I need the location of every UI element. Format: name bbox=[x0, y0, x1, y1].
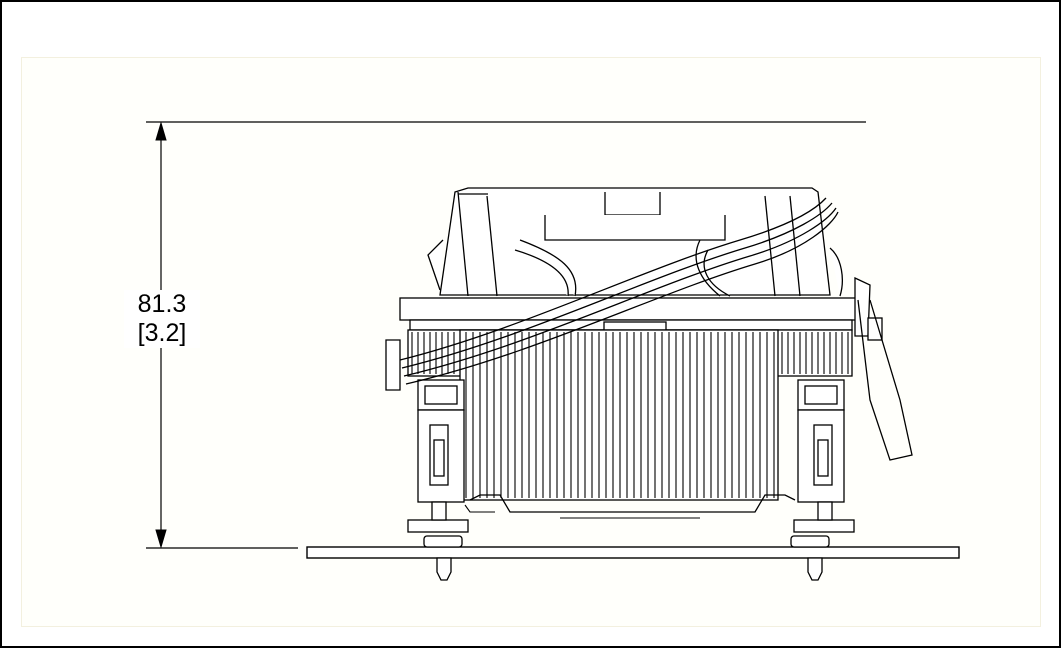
fan-cable bbox=[399, 197, 913, 461]
height-dimension-label: 81.3 [3.2] bbox=[124, 290, 200, 348]
height-value-in: [3.2] bbox=[137, 319, 187, 347]
fan-housing bbox=[427, 187, 843, 297]
push-pins bbox=[423, 535, 830, 581]
retention-clips bbox=[407, 379, 855, 533]
heatsink bbox=[407, 329, 853, 519]
height-value-mm: 81.3 bbox=[137, 290, 187, 318]
motherboard bbox=[306, 546, 960, 559]
arrow-up bbox=[155, 121, 167, 141]
arrow-down bbox=[155, 529, 167, 549]
